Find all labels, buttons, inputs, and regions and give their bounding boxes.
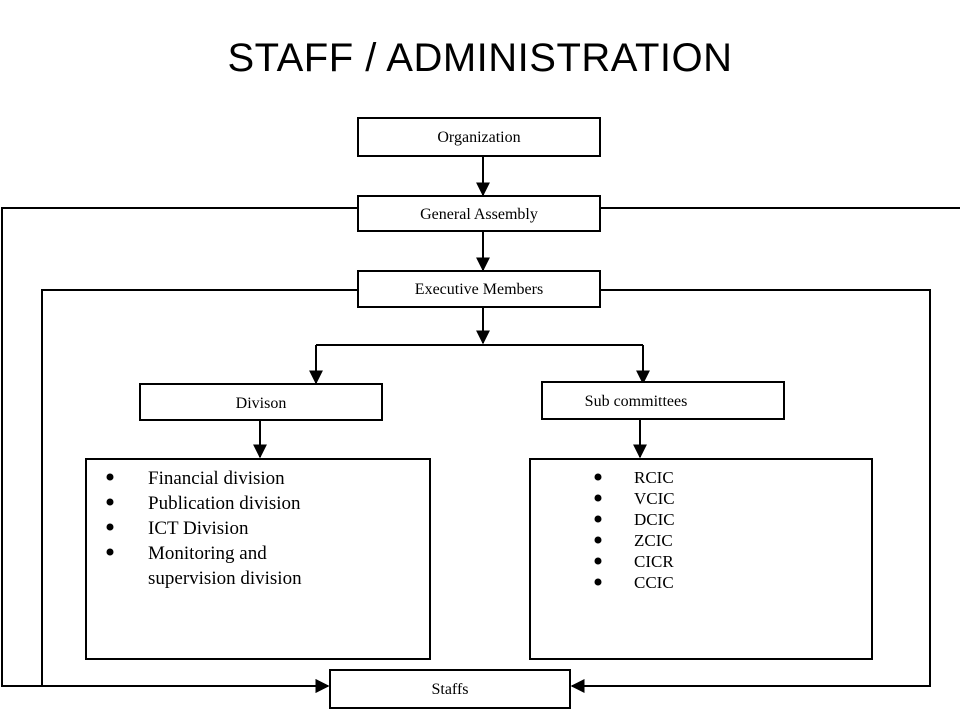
subcommittee-list: RCIC VCIC DCIC ZCIC CICR CCIC (594, 468, 675, 592)
sub-committees-label: Sub committees (585, 393, 688, 410)
inner-loop-line-right (570, 289, 931, 693)
bullet-icon (106, 548, 114, 556)
bullet-icon (594, 578, 602, 586)
division-list-box (85, 458, 431, 660)
subcommittee-list-box (529, 458, 873, 660)
page-title: STAFF / ADMINISTRATION (227, 36, 733, 80)
staffs-box: Staffs (329, 669, 571, 709)
staffs-label: Staffs (431, 681, 468, 698)
bullet-icon (106, 473, 114, 481)
list-item: Publication division (148, 493, 301, 514)
bullet-icon (106, 523, 114, 531)
list-item: CICR (634, 552, 674, 571)
list-item: ZCIC (634, 531, 673, 550)
bullet-icon (594, 473, 602, 481)
list-item: Monitoring and (148, 543, 267, 564)
sub-committees-box: Sub committees (541, 381, 785, 420)
division-list: Financial division Publication division … (106, 468, 302, 589)
general-assembly-box: General Assembly (357, 195, 601, 232)
list-item: DCIC (634, 510, 675, 529)
bullet-icon (594, 515, 602, 523)
organization-label: Organization (437, 129, 520, 146)
list-item: CCIC (634, 573, 674, 592)
division-box: Divison (139, 383, 383, 421)
organization-box: Organization (357, 117, 601, 157)
bullet-icon (594, 536, 602, 544)
list-item: Financial division (148, 468, 285, 489)
list-item: supervision division (148, 568, 302, 589)
executive-members-box: Executive Members (357, 270, 601, 308)
inner-loop-line (41, 289, 358, 693)
bullet-icon (594, 557, 602, 565)
list-item: VCIC (634, 489, 675, 508)
bullet-icon (594, 494, 602, 502)
bullet-icon (106, 498, 114, 506)
division-label: Divison (236, 395, 287, 412)
executive-members-label: Executive Members (415, 281, 543, 298)
list-item: ICT Division (148, 518, 249, 539)
general-assembly-label: General Assembly (420, 206, 538, 223)
list-item: RCIC (634, 468, 674, 487)
